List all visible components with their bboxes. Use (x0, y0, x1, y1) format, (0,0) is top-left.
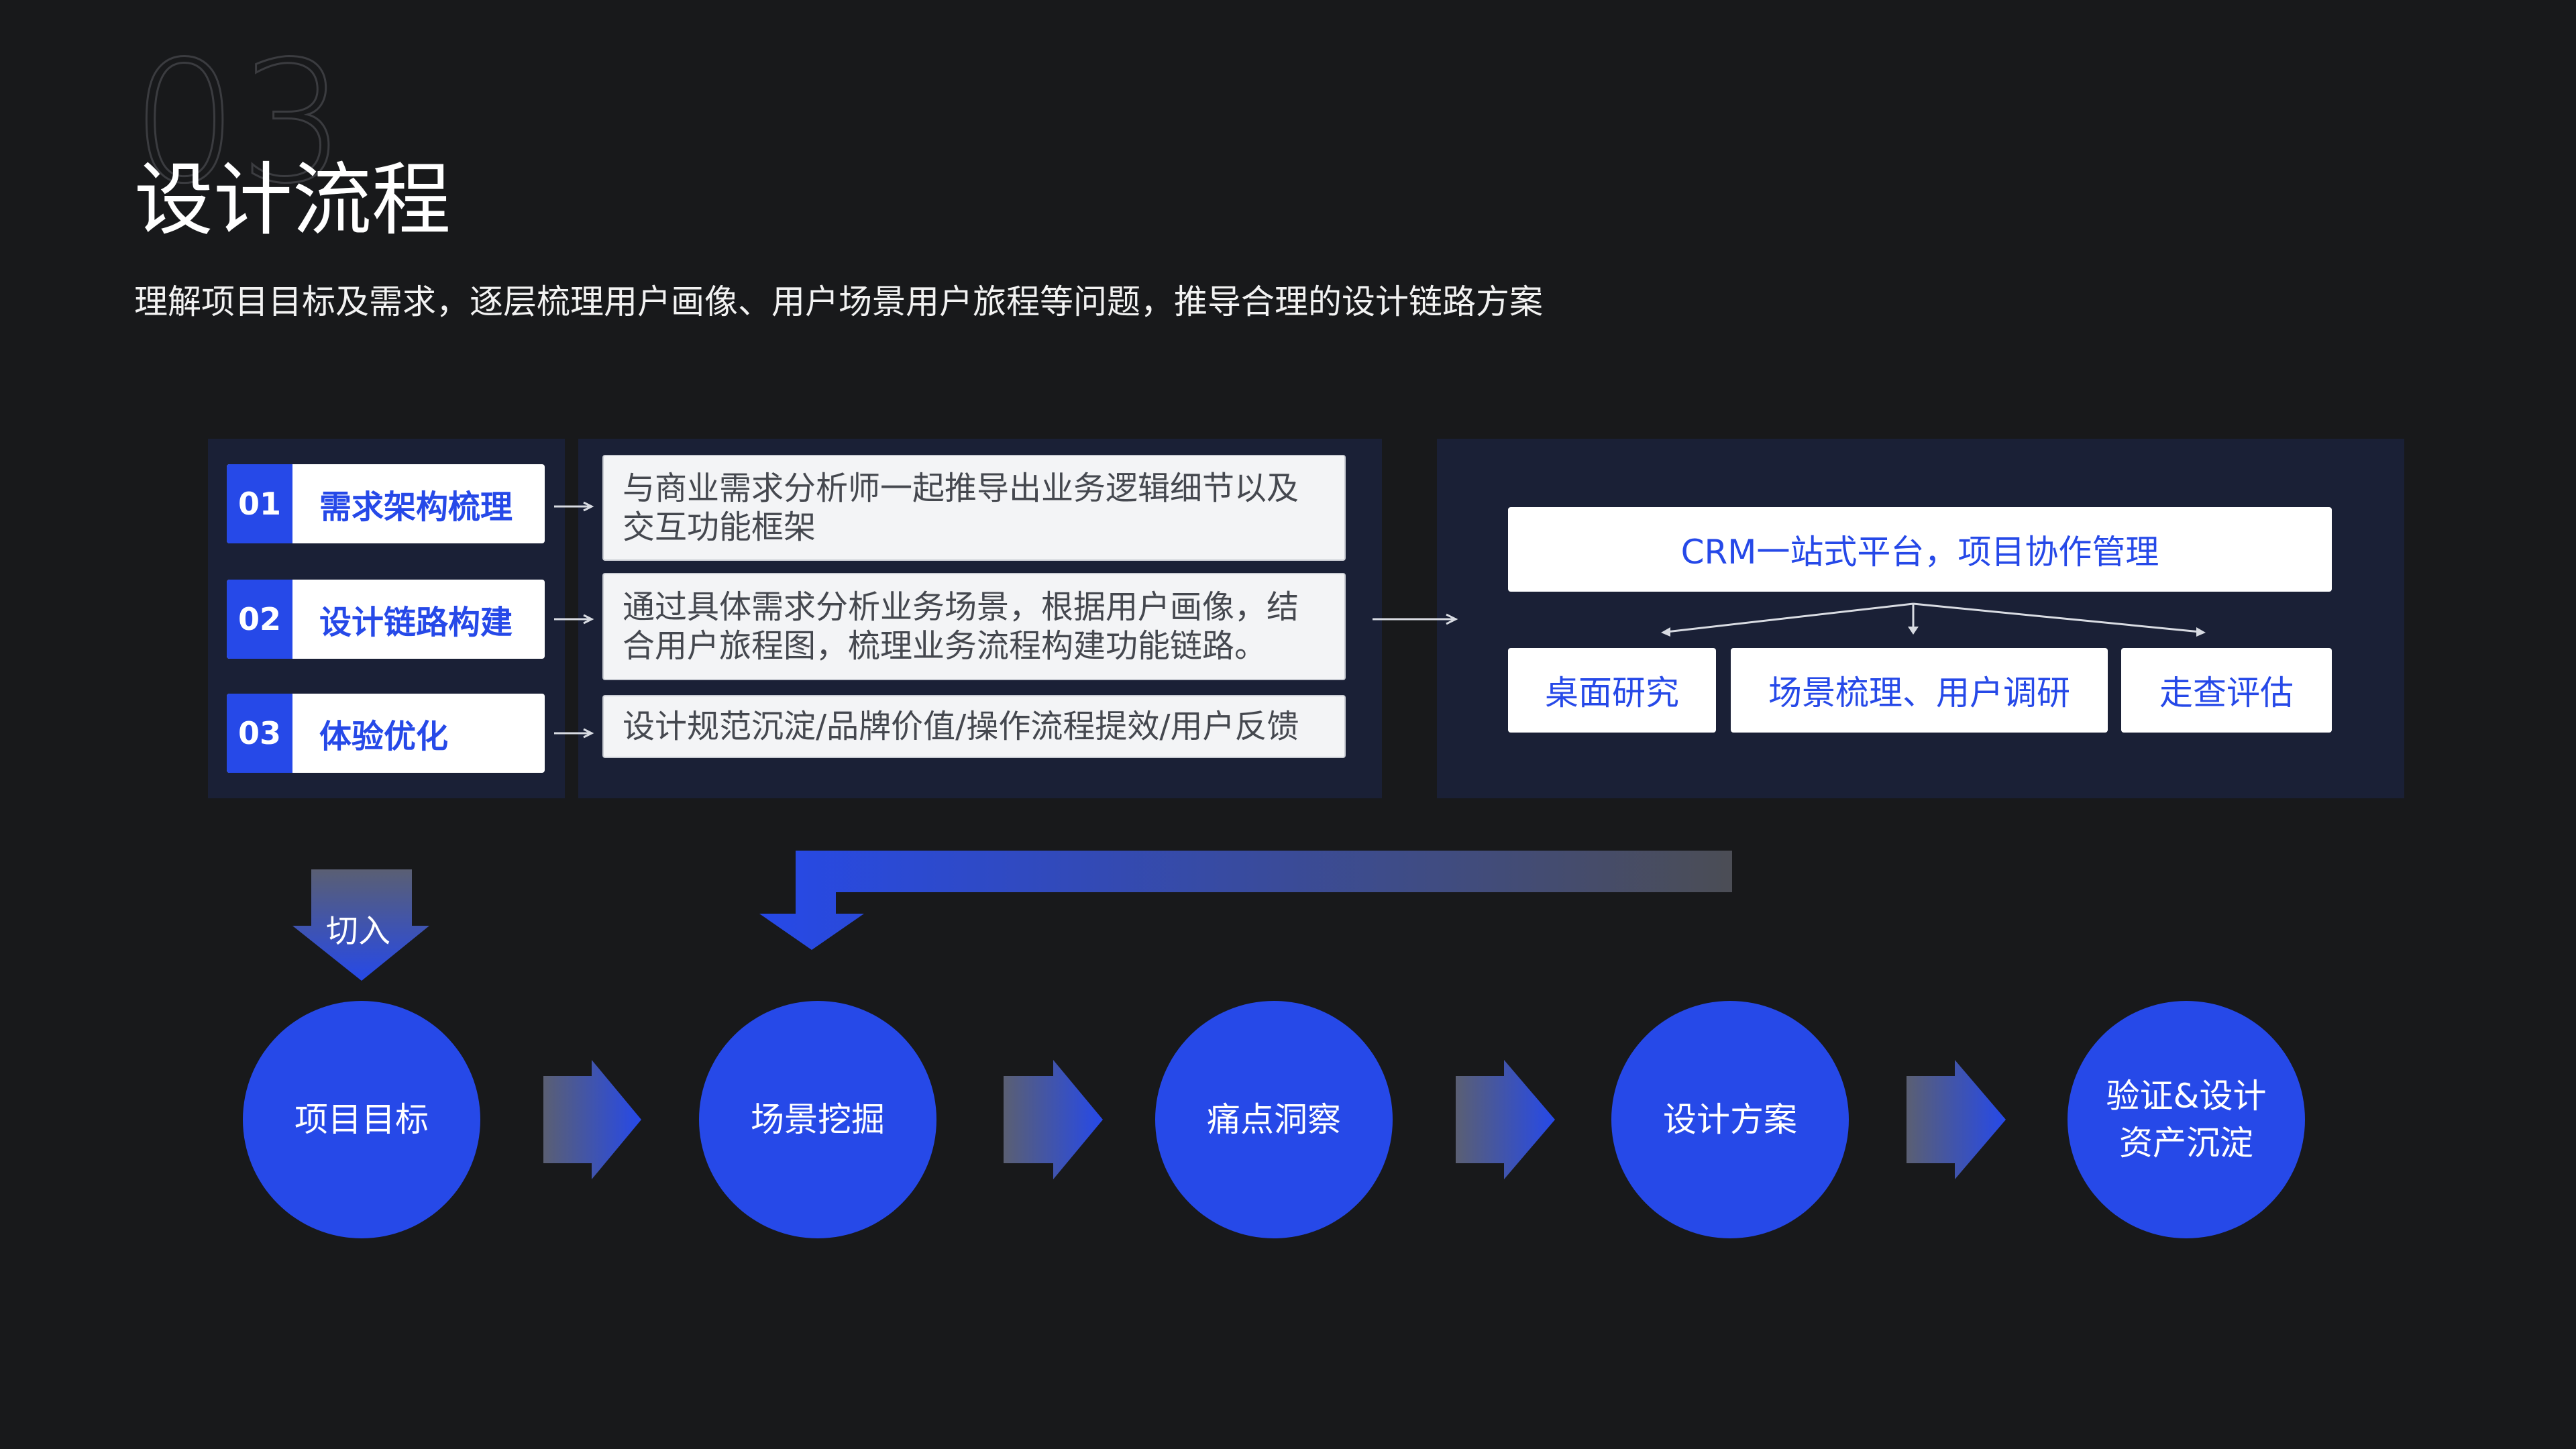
flow-step-pain-insight: 痛点洞察 (1155, 1001, 1393, 1238)
flow-step-project-goal: 项目目标 (243, 1001, 480, 1238)
flow-arrow-icon (1907, 1060, 2006, 1179)
platform-panel (1437, 439, 2404, 798)
flow-arrow-icon (1004, 1060, 1103, 1179)
step-label: 体验优化 (319, 718, 449, 755)
step-description-03: 设计规范沉淀/品牌价值/操作流程提效/用户反馈 (602, 695, 1346, 758)
step-label: 设计链路构建 (319, 604, 513, 641)
section-number: 03 (130, 25, 348, 220)
page-subtitle: 理解项目目标及需求，逐层梳理用户画像、用户场景用户旅程等问题，推导合理的设计链路… (134, 282, 1543, 321)
step-card-02: 02 设计链路构建 (227, 580, 545, 659)
flow-arrow-icon (1456, 1060, 1555, 1179)
step-label: 需求架构梳理 (319, 488, 513, 526)
step-card-03: 03 体验优化 (227, 694, 545, 773)
step-number: 01 (227, 464, 292, 543)
platform-child-walkthrough: 走查评估 (2121, 648, 2332, 733)
flow-step-label: 验证&设计资产沉淀 (2106, 1077, 2267, 1163)
flow-arrow-icon (543, 1060, 641, 1179)
step-description-01: 与商业需求分析师一起推导出业务逻辑细节以及交互功能框架 (602, 455, 1346, 561)
step-card-01: 01 需求架构梳理 (227, 464, 545, 543)
flow-step-design-solution: 设计方案 (1611, 1001, 1849, 1238)
step-description-02: 通过具体需求分析业务场景，根据用户画像，结合用户旅程图，梳理业务流程构建功能链路… (602, 573, 1346, 680)
platform-child-scene-research: 场景梳理、用户调研 (1731, 648, 2108, 733)
step-number: 03 (227, 694, 292, 773)
entry-label: 切入 (326, 912, 391, 950)
platform-child-desktop-research: 桌面研究 (1508, 648, 1716, 733)
flow-step-scene-mining: 场景挖掘 (699, 1001, 936, 1238)
platform-title-box: CRM一站式平台，项目协作管理 (1508, 507, 2332, 592)
page-title: 设计流程 (134, 154, 451, 246)
step-number: 02 (227, 580, 292, 659)
flow-step-validation: 验证&设计资产沉淀 (2068, 1001, 2305, 1238)
